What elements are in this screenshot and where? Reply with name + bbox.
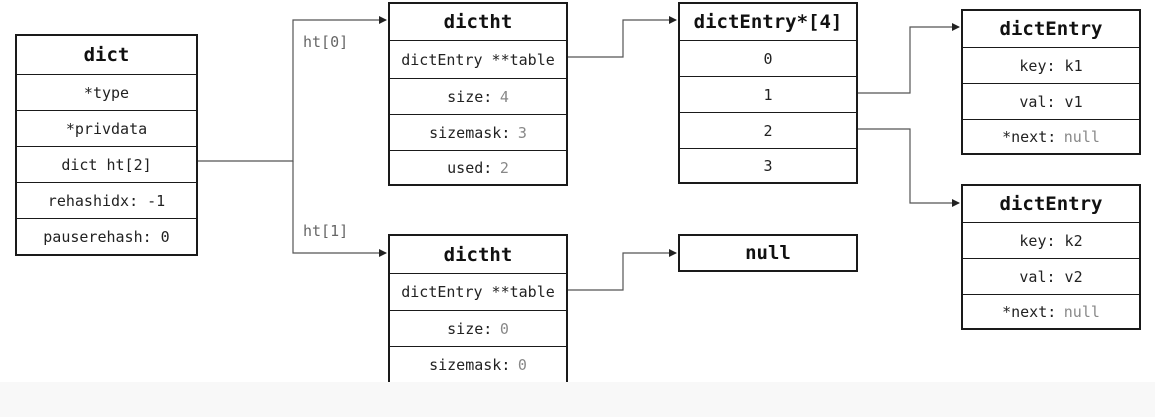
arrow-dict-to-ht1 (292, 161, 387, 257)
dictht-0-used-key: used: (447, 158, 493, 177)
dict-entry-2-next-value: null (1063, 302, 1100, 321)
dict-entry-1-key: key: k1 (963, 47, 1139, 83)
edge-label-ht0: ht[0] (303, 33, 349, 51)
dict-entry-1-val: val: v1 (963, 83, 1139, 119)
dict-entry-1-next-value: null (1063, 127, 1100, 146)
dict-entry-1-node: dictEntry key: k1 val: v1 *next: null (961, 9, 1141, 155)
dict-field-ht: dict ht[2] (17, 146, 196, 182)
arrow-bucket1-to-entry1 (858, 23, 960, 94)
dictht-1-size-value: 0 (499, 319, 509, 338)
dictht-1-title: dictht (443, 243, 513, 266)
dictht-0-used-value: 2 (499, 158, 509, 177)
dictht-1-sizemask-key: sizemask: (429, 355, 511, 374)
bucket-array-title: dictEntry*[4] (693, 11, 843, 33)
dictht-1-size: size: 0 (390, 310, 566, 346)
dict-entry-2-title: dictEntry (999, 193, 1103, 215)
dict-node: dict *type *privdata dict ht[2] rehashid… (15, 34, 198, 256)
dict-field-rehashidx: rehashidx: -1 (17, 182, 196, 218)
dict-entry-2-next: *next: null (963, 294, 1139, 328)
dict-field-pauserehash: pauserehash: 0 (17, 218, 196, 254)
dictht-0-table: dictEntry **table (390, 40, 566, 78)
null-node: null (678, 234, 858, 272)
dictht-1-size-key: size: (447, 319, 493, 338)
edge-label-ht1: ht[1] (303, 222, 349, 240)
dictht-0-size-key: size: (447, 87, 493, 106)
dict-entry-2-val: val: v2 (963, 258, 1139, 294)
dictht-0-sizemask: sizemask: 3 (390, 114, 566, 150)
dictht-0-sizemask-value: 3 (517, 123, 527, 142)
arrow-ht1-table-to-null (568, 249, 677, 291)
bottom-fade-strip (0, 382, 1155, 417)
bucket-slot-3: 3 (680, 148, 856, 182)
dict-entry-1-title: dictEntry (999, 18, 1103, 40)
dict-title: dict (83, 44, 130, 66)
dict-entry-2-key: key: k2 (963, 222, 1139, 258)
dictht-0-sizemask-key: sizemask: (429, 123, 511, 142)
arrow-dict-to-ht0 (198, 16, 387, 162)
dictht-1-node: dictht dictEntry **table size: 0 sizemask… (388, 234, 568, 394)
bucket-array-node: dictEntry*[4] 0 1 2 3 (678, 2, 858, 184)
arrow-ht0-table-to-buckets (568, 16, 677, 58)
dictht-0-used: used: 2 (390, 150, 566, 184)
dictht-1-sizemask: sizemask: 0 (390, 346, 566, 382)
dict-entry-2-node: dictEntry key: k2 val: v2 *next: null (961, 184, 1141, 330)
dictht-0-title: dictht (443, 11, 513, 33)
dictht-0-node: dictht dictEntry **table size: 4 sizemask… (388, 2, 568, 186)
dictht-1-sizemask-value: 0 (517, 355, 527, 374)
dictht-0-size: size: 4 (390, 78, 566, 114)
dict-entry-1-next-key: *next: (1002, 127, 1057, 146)
arrow-bucket2-to-entry2 (858, 128, 960, 207)
bucket-slot-1: 1 (680, 76, 856, 112)
null-title: null (745, 242, 791, 264)
dict-entry-2-next-key: *next: (1002, 302, 1057, 321)
dict-field-type: *type (17, 74, 196, 110)
dictht-0-size-value: 4 (499, 87, 509, 106)
bucket-slot-2: 2 (680, 112, 856, 148)
dict-entry-1-next: *next: null (963, 119, 1139, 153)
bucket-slot-0: 0 (680, 40, 856, 76)
dict-field-privdata: *privdata (17, 110, 196, 146)
dictht-1-table: dictEntry **table (390, 273, 566, 310)
